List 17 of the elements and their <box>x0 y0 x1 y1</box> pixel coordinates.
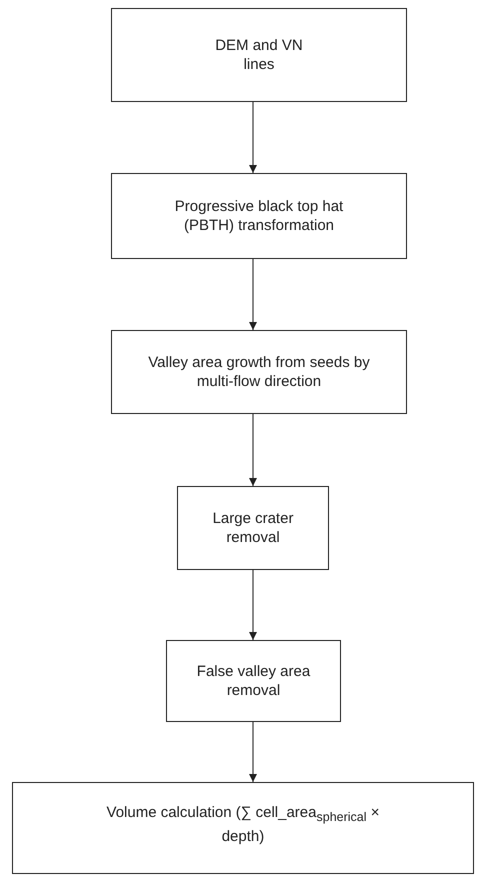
box-text: Large crater removal <box>212 509 294 547</box>
box-text: False valley area removal <box>196 662 312 700</box>
process-box <box>111 330 407 414</box>
process-box <box>166 640 341 722</box>
process-box <box>12 782 474 874</box>
arrow <box>249 414 257 486</box>
arrow <box>249 259 257 330</box>
box-text: Valley area growth from seeds by multi-flow direction <box>147 353 371 391</box>
box-text: Volume calculation (∑ cell_area$_{spherical}$ × depth) <box>106 803 380 846</box>
box-text: DEM and VN lines <box>214 36 304 74</box>
box-text: Progressive black top hat (PBTH) transformation <box>174 197 344 235</box>
arrow <box>249 570 257 640</box>
arrow <box>249 102 257 173</box>
arrow <box>249 722 257 782</box>
process-box <box>111 8 407 102</box>
process-box <box>111 173 407 259</box>
process-box <box>177 486 329 570</box>
